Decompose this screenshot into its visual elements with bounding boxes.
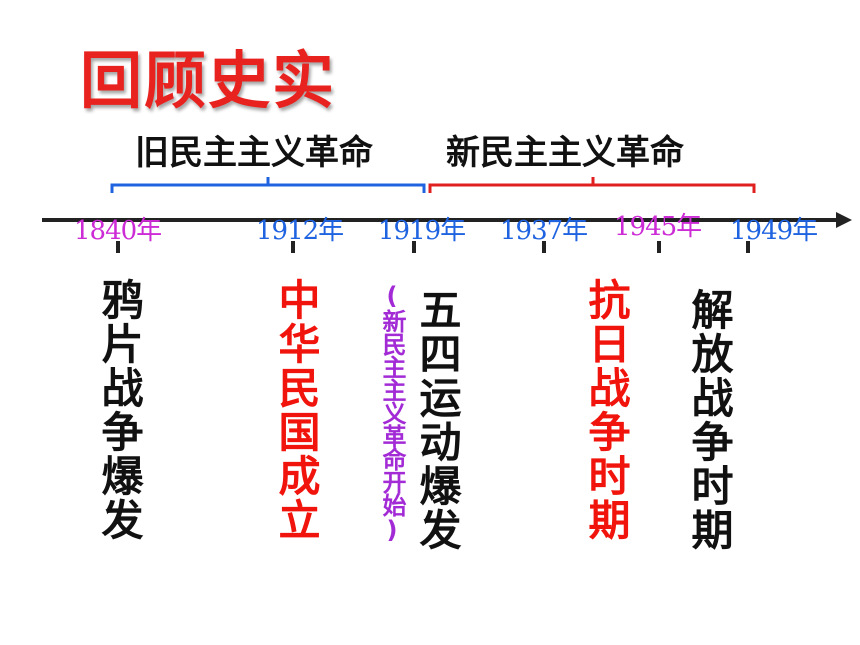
tick-1949	[746, 241, 750, 253]
era-label-old-democratic: 旧民主主义革命	[135, 133, 373, 173]
year-label-1945: 1945年	[614, 212, 702, 242]
year-label-1919: 1919年	[378, 216, 466, 246]
tick-1937	[542, 241, 546, 253]
tick-1840	[116, 241, 120, 253]
tick-1945	[657, 241, 661, 253]
era-label-new-democratic: 新民主主义革命	[446, 133, 684, 173]
brace-old-democratic	[110, 177, 426, 193]
year-label-1937: 1937年	[500, 216, 588, 246]
event-anti-japanese-war: 抗日战争时期	[582, 278, 631, 542]
event-may-fourth: 五四运动爆发	[413, 288, 462, 552]
year-label-1949: 1949年	[730, 216, 818, 246]
tick-1912	[291, 241, 295, 253]
slide-title: 回顾史实	[80, 44, 337, 117]
year-label-1912: 1912年	[256, 216, 344, 246]
event-opium-war: 鸦片战争爆发	[95, 278, 144, 542]
year-label-1840: 1840年	[74, 216, 162, 246]
timeline-arrowhead	[836, 212, 852, 228]
tick-1919	[412, 241, 416, 253]
event-liberation-war: 解放战争时期	[685, 288, 734, 552]
brace-new-democratic	[428, 177, 756, 193]
event-new-democratic-start: (新民主主义革命开始)	[378, 282, 406, 543]
event-roc-founded: 中华民国成立	[272, 278, 321, 542]
